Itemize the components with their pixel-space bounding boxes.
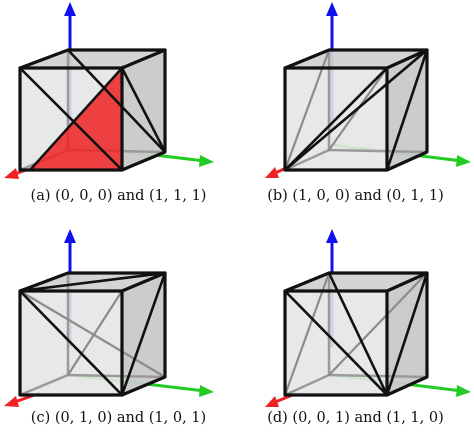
caption-a: (a) (0, 0, 0) and (1, 1, 1) [30, 188, 207, 204]
cube-edge [385, 48, 429, 70]
caption-c: (c) (0, 1, 0) and (1, 0, 1) [30, 410, 207, 426]
z-axis-arrowhead [64, 229, 76, 243]
caption-b: (b) (1, 0, 0) and (0, 1, 1) [267, 188, 444, 204]
cube-diagram-c [4, 229, 214, 407]
diagonal-edge [120, 66, 167, 154]
panel-c: (c) (0, 1, 0) and (1, 0, 1) [0, 217, 237, 434]
x-axis-arrowhead [4, 168, 19, 179]
diagonal-edge-hidden [283, 271, 331, 397]
cube-outline [283, 271, 429, 397]
diagonal-edge [120, 271, 167, 397]
x-axis-arrowhead [265, 396, 279, 407]
cube-diagram-d [265, 229, 471, 407]
hidden-edge [19, 373, 69, 397]
cube-outline [18, 271, 167, 397]
diagonal-edge [385, 271, 429, 397]
cube-diagram-b [265, 2, 471, 178]
panel-d: (d) (0, 0, 1) and (1, 1, 0) [237, 217, 474, 434]
z-axis-arrowhead [326, 2, 338, 16]
cube-edge [120, 48, 167, 70]
cube-diagram-a [4, 2, 214, 179]
diagonal-edge-hidden [66, 289, 124, 377]
cube-outline [18, 48, 167, 172]
cube-edge [120, 271, 167, 293]
y-axis-arrowhead [456, 155, 471, 167]
hidden-edge [67, 373, 166, 379]
hidden-edge [328, 148, 428, 154]
diagonal-edge [283, 48, 429, 172]
hidden-edge [284, 148, 330, 172]
x-axis-arrowhead [4, 396, 19, 407]
diagonal-edge [283, 66, 389, 172]
diagonal-edge [327, 271, 389, 397]
diagonal-edge-hidden [18, 289, 167, 379]
cube-edge [385, 271, 429, 293]
cube-outline [283, 48, 429, 172]
y-axis-arrowhead [199, 155, 214, 167]
diagonal-edge [18, 289, 124, 397]
diagonal-edge [18, 271, 167, 293]
x-axis-arrowhead [265, 167, 279, 178]
y-axis-arrowhead [456, 385, 471, 397]
diagonal-edge-hidden [283, 48, 331, 172]
z-axis-arrowhead [326, 229, 338, 243]
panel-b: (b) (1, 0, 0) and (0, 1, 1) [237, 0, 474, 217]
hidden-edge [284, 373, 330, 397]
diagonal-edge-hidden [327, 271, 429, 377]
diagonal-edge [18, 66, 124, 172]
panel-a: (a) (0, 0, 0) and (1, 1, 1) [0, 0, 237, 217]
y-axis-arrowhead [199, 385, 214, 397]
diagonal-edge [283, 289, 389, 397]
z-axis-arrowhead [64, 2, 76, 16]
caption-d: (d) (0, 0, 1) and (1, 1, 0) [267, 410, 444, 426]
diagonal-edge [385, 48, 429, 172]
